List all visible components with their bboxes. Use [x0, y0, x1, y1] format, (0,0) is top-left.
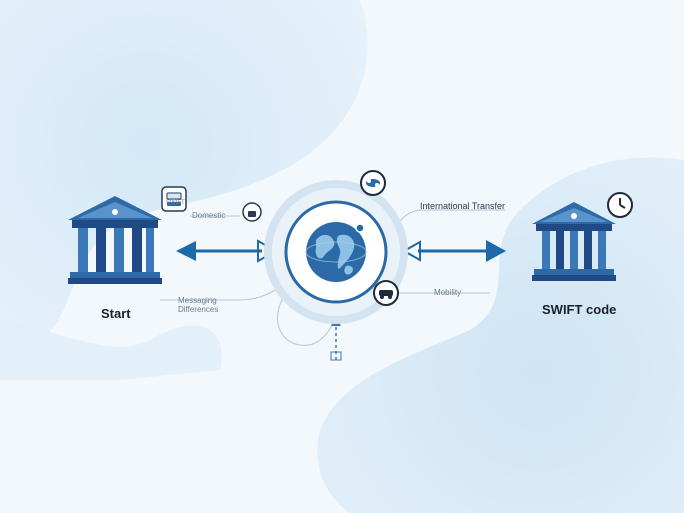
clock-icon — [607, 192, 633, 218]
domestic-label: Domestic — [192, 211, 226, 220]
swift-code-label: SWIFT code — [542, 302, 617, 317]
vehicle-icon — [373, 280, 399, 306]
start-label: Start — [101, 306, 131, 321]
network-icon — [360, 170, 386, 196]
differences-label: Differences — [178, 305, 219, 314]
background-blob-right — [317, 157, 684, 513]
international-transfer-label: International Transfer — [420, 201, 506, 211]
globe-hub — [264, 180, 408, 324]
messaging-label: Messaging — [178, 296, 217, 305]
arrow-right-bidirectional — [401, 240, 506, 262]
arrow-left-bidirectional — [176, 239, 279, 263]
card-icon — [161, 186, 187, 212]
background-blob-left — [0, 0, 368, 360]
bank-icon-start — [68, 196, 162, 284]
mobility-label: Mobility — [434, 288, 462, 297]
bank-icon-end — [532, 202, 616, 281]
card-badge-label: SWIFT — [166, 200, 185, 206]
connector-top-right — [391, 209, 505, 237]
lock-icon — [242, 202, 262, 222]
background-blob-left-lower — [0, 320, 222, 380]
